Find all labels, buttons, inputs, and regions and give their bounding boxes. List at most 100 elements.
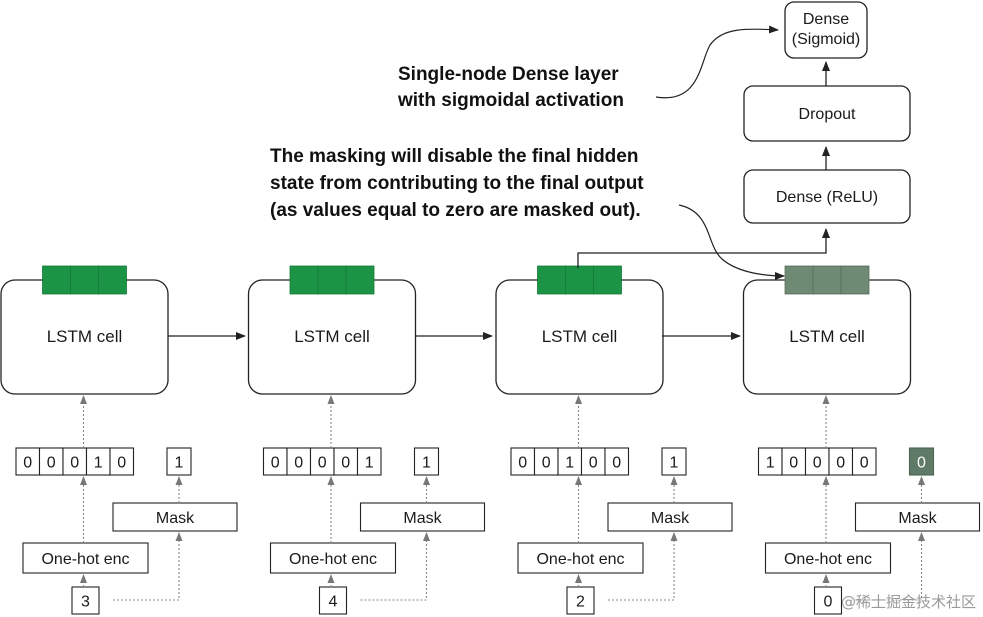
annotation-sigmoid: Single-node Dense layer with sigmoidal a… bbox=[397, 25, 779, 111]
onehot-value: 0 bbox=[860, 455, 869, 472]
onehot-value: 1 bbox=[565, 455, 574, 472]
input-to-mask-arrow bbox=[360, 532, 430, 601]
onehot-value: 0 bbox=[318, 455, 327, 472]
dense-sigmoid-box bbox=[784, 1, 868, 59]
hidden-state-segment bbox=[537, 265, 566, 295]
dropout-label: Dropout bbox=[799, 106, 856, 123]
onehot-enc-label: One-hot enc bbox=[289, 551, 377, 568]
hidden-state-segment bbox=[289, 265, 319, 295]
dense-relu-box bbox=[743, 169, 911, 224]
hidden-state-segment bbox=[593, 265, 622, 295]
lstm-cell-label: LSTM cell bbox=[294, 327, 370, 346]
annotation-text: Single-node Dense layer bbox=[398, 64, 619, 85]
onehot-enc-box bbox=[517, 542, 644, 574]
mask-label: Mask bbox=[651, 510, 690, 527]
onehot-enc-box bbox=[764, 542, 892, 574]
onehot-cell bbox=[109, 447, 135, 476]
onehot-value: 1 bbox=[365, 455, 374, 472]
onehot-cell bbox=[604, 447, 630, 476]
mask-box bbox=[854, 502, 981, 532]
mask-label: Mask bbox=[403, 510, 442, 527]
annotation-text: (as values equal to zero are masked out)… bbox=[270, 200, 641, 221]
onehot-enc-label: One-hot enc bbox=[536, 551, 624, 568]
hidden-to-dense-arrow bbox=[577, 228, 830, 268]
dense-sigmoid-label: (Sigmoid) bbox=[792, 31, 860, 48]
onehot-value: 0 bbox=[542, 455, 551, 472]
onehot-value: 0 bbox=[836, 455, 845, 472]
onehot-enc-label: One-hot enc bbox=[784, 551, 872, 568]
input-token-value: 0 bbox=[824, 594, 833, 611]
mask-box bbox=[112, 502, 238, 532]
mask-value-box bbox=[413, 447, 440, 476]
input-token-box bbox=[566, 586, 595, 615]
mask-value: 0 bbox=[917, 455, 926, 472]
dropout-box bbox=[743, 85, 911, 142]
onehot-enc-label: One-hot enc bbox=[41, 551, 129, 568]
hidden-state-segment bbox=[42, 265, 71, 295]
annotation-text: state from contributing to the final out… bbox=[270, 173, 644, 194]
input-token-value: 2 bbox=[576, 594, 585, 611]
input-token-box bbox=[71, 586, 100, 615]
input-token-value: 3 bbox=[81, 594, 90, 611]
input-token-box bbox=[318, 586, 348, 615]
mask-label: Mask bbox=[156, 510, 195, 527]
mask-value: 1 bbox=[670, 455, 679, 472]
dense-relu-label: Dense (ReLU) bbox=[776, 189, 878, 206]
lstm-cell-label: LSTM cell bbox=[542, 327, 618, 346]
onehot-enc-box bbox=[269, 542, 397, 574]
input-to-mask-arrow bbox=[113, 532, 183, 601]
hidden-state-segment bbox=[784, 265, 814, 295]
hidden-state-segment bbox=[565, 265, 594, 295]
output-stack: Dense (ReLU) Dropout Dense (Sigmoid) bbox=[743, 1, 911, 224]
hidden-state-segment bbox=[317, 265, 347, 295]
mask-value: 1 bbox=[422, 455, 431, 472]
onehot-value: 0 bbox=[23, 455, 32, 472]
mask-box bbox=[359, 502, 486, 532]
annotation-mask: The masking will disable the final hidde… bbox=[270, 146, 785, 280]
dense-sigmoid-label: Dense bbox=[803, 11, 849, 28]
lstm-cell-label: LSTM cell bbox=[789, 327, 865, 346]
mask-value-box bbox=[908, 447, 935, 476]
mask-value: 1 bbox=[175, 455, 184, 472]
onehot-value: 0 bbox=[47, 455, 56, 472]
mask-value-box bbox=[661, 447, 687, 476]
onehot-value: 0 bbox=[518, 455, 527, 472]
onehot-value: 0 bbox=[789, 455, 798, 472]
onehot-value: 0 bbox=[294, 455, 303, 472]
onehot-cell bbox=[851, 447, 877, 476]
input-to-mask-arrow bbox=[608, 532, 678, 601]
lstm-cell-label: LSTM cell bbox=[47, 327, 123, 346]
hidden-state-segment bbox=[812, 265, 842, 295]
hidden-state-segment bbox=[98, 265, 127, 295]
hidden-state-segment bbox=[840, 265, 870, 295]
mask-value-box bbox=[166, 447, 192, 476]
onehot-value: 0 bbox=[117, 455, 126, 472]
onehot-value: 0 bbox=[612, 455, 621, 472]
onehot-value: 0 bbox=[589, 455, 598, 472]
annotation-text: with sigmoidal activation bbox=[397, 90, 624, 111]
watermark-text: @稀土掘金技术社区 bbox=[841, 593, 976, 611]
input-to-mask-arrow bbox=[855, 532, 925, 601]
input-token-box bbox=[813, 586, 843, 615]
onehot-enc-box bbox=[22, 542, 149, 574]
onehot-value: 0 bbox=[271, 455, 280, 472]
mask-label: Mask bbox=[898, 510, 937, 527]
hidden-state-segment bbox=[345, 265, 375, 295]
onehot-cell bbox=[356, 447, 382, 476]
hidden-state-segment bbox=[70, 265, 99, 295]
mask-box bbox=[607, 502, 733, 532]
onehot-value: 1 bbox=[94, 455, 103, 472]
annotation-pointer bbox=[655, 25, 779, 99]
onehot-value: 0 bbox=[341, 455, 350, 472]
annotation-pointer bbox=[678, 204, 785, 280]
input-token-value: 4 bbox=[329, 594, 338, 611]
onehot-value: 0 bbox=[70, 455, 79, 472]
onehot-value: 1 bbox=[766, 455, 775, 472]
annotation-text: The masking will disable the final hidde… bbox=[270, 146, 638, 167]
